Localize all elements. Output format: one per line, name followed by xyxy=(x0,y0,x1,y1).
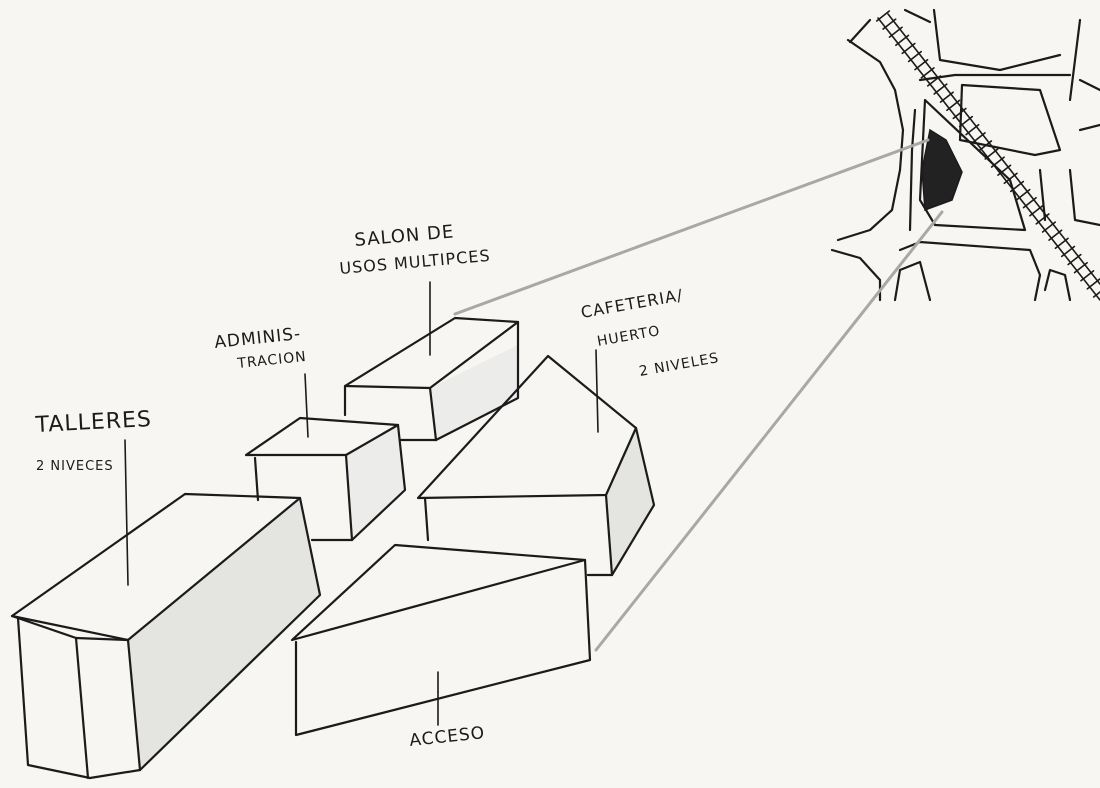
railway-tie xyxy=(1030,206,1043,216)
railway-tie xyxy=(1017,190,1030,200)
railway-tie xyxy=(1049,230,1062,240)
railway-tie xyxy=(953,108,966,118)
label-talleres-niveles: 2 NIVECES xyxy=(36,459,114,474)
block-acceso xyxy=(292,545,590,735)
railway-tie xyxy=(1087,279,1100,289)
label-administracion-2: TRACION xyxy=(236,349,308,372)
railway-tie xyxy=(909,52,922,62)
railway-tie xyxy=(941,92,954,102)
label-talleres: TALLERES xyxy=(34,407,153,438)
railway-tie xyxy=(1055,238,1068,248)
railway-tie xyxy=(934,84,947,94)
label-cafeteria-2: HUERTO xyxy=(596,323,662,350)
railway-tie xyxy=(1062,246,1075,256)
railway-tie xyxy=(883,19,896,29)
railway-tie xyxy=(889,27,902,37)
site-highlight xyxy=(922,130,962,210)
label-cafeteria-1: CAFETERIA/ xyxy=(579,285,684,322)
railway-tie xyxy=(921,68,934,78)
railway-tie xyxy=(1024,198,1037,208)
block-administracion xyxy=(246,374,405,540)
railway-tie xyxy=(902,44,915,54)
railway-tie xyxy=(877,11,890,21)
railway-tie xyxy=(896,35,909,45)
street-lines xyxy=(832,10,1100,300)
block-talleres xyxy=(12,440,320,778)
site-map xyxy=(832,10,1100,300)
railway-tie xyxy=(1081,271,1094,281)
railway-tie xyxy=(1043,222,1056,232)
railway-tie xyxy=(915,60,928,70)
railway-track xyxy=(877,11,1100,300)
label-salon-2: USOS MULTIPCES xyxy=(339,246,492,278)
label-cafeteria-3: 2 NIVELES xyxy=(638,350,720,380)
label-acceso: ACCESO xyxy=(408,723,486,751)
label-administracion-1: ADMINIS- xyxy=(213,324,302,353)
railway-tie xyxy=(1075,263,1088,273)
label-salon-1: SALON DE xyxy=(354,221,456,251)
railway-tie xyxy=(947,100,960,110)
railway-tie xyxy=(972,133,985,143)
projection-lines xyxy=(455,140,942,650)
railway-tie xyxy=(1068,255,1081,265)
railway-tie xyxy=(966,125,979,135)
railway-tie xyxy=(1036,214,1049,224)
